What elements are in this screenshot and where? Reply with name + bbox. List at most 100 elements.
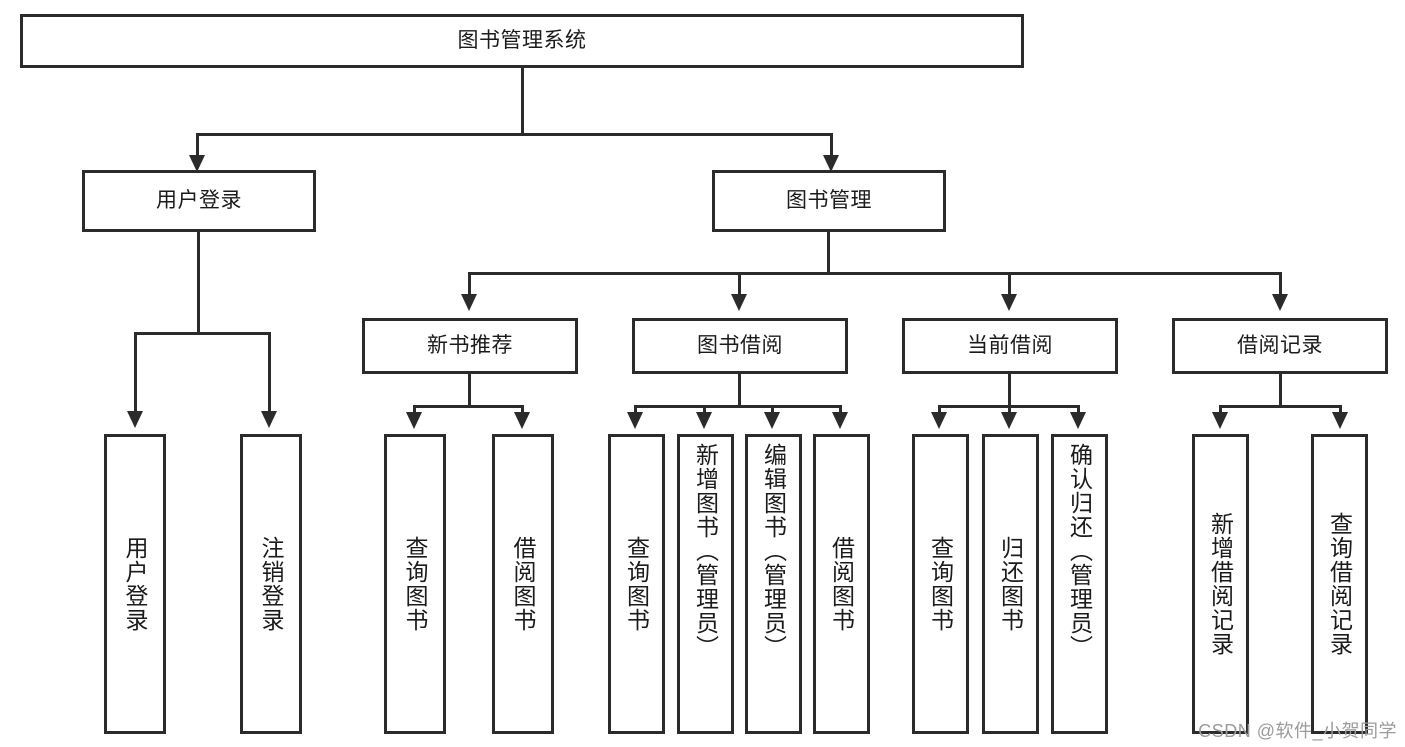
arrowhead-new-book-recommend-leaf-1: [406, 412, 422, 429]
node-root-label: 图书管理系统: [457, 29, 587, 53]
node-new-book-recommend-label: 新书推荐: [427, 334, 513, 358]
node-new-book-recommend[interactable]: 新书推荐: [362, 318, 578, 374]
node-borrow-record[interactable]: 借阅记录: [1172, 318, 1388, 374]
edge-book-management-bus: [468, 272, 1282, 275]
arrowhead-to-book-borrow: [731, 294, 747, 311]
leaf-label-return-book: 归还图书: [997, 536, 1024, 632]
arrowhead-root-to-user-login: [189, 155, 205, 172]
edge-book-management-drop-4: [1279, 272, 1282, 298]
leaf-content: 查询图书: [387, 437, 443, 731]
leaf-content: 确认归还（管理员）: [1054, 437, 1105, 737]
edge-borrow-record-trunk: [1279, 374, 1282, 407]
edge-current-borrow-drop-2: [1008, 405, 1011, 417]
arrowhead-to-borrow-record: [1272, 294, 1288, 311]
edge-root-to-user-login: [196, 133, 199, 160]
leaf-node-user-login[interactable]: 用户登录: [104, 434, 166, 734]
edge-book-management-drop-2: [738, 272, 741, 298]
edge-root-bus: [196, 133, 833, 136]
arrowhead-new-book-recommend-leaf-2: [514, 412, 530, 429]
edge-book-management-drop-3: [1008, 272, 1011, 298]
leaf-node-borrow-book-2[interactable]: 借阅图书: [813, 434, 870, 734]
edge-borrow-record-bus: [1219, 405, 1342, 408]
csdn-watermark: CSDN @软件_小贺同学: [1198, 721, 1397, 741]
edge-root-trunk: [521, 68, 524, 135]
arrowhead-user-login-leaf-2: [261, 411, 277, 428]
edge-borrow-record-drop-1: [1219, 405, 1222, 417]
edge-book-management-drop-1: [468, 272, 471, 298]
edge-user-login-drop-1: [134, 332, 137, 416]
leaf-content: 查询图书: [915, 437, 966, 731]
leaf-label-borrow-book-2: 借阅图书: [828, 536, 855, 632]
edge-user-login-bus: [134, 332, 271, 335]
edge-book-borrow-drop-3: [771, 405, 774, 417]
edge-book-management-trunk: [827, 232, 830, 274]
arrowhead-current-borrow-leaf-1: [931, 412, 947, 429]
leaf-label-add-record: 新增借阅记录: [1207, 512, 1234, 656]
edge-new-book-recommend-trunk: [468, 374, 471, 407]
edge-current-borrow-drop-3: [1077, 405, 1080, 417]
arrowhead-borrow-record-leaf-2: [1332, 412, 1348, 429]
arrowhead-current-borrow-leaf-2: [1001, 412, 1017, 429]
leaf-label-edit-book: 编辑图书（管理员）: [760, 443, 787, 659]
leaf-node-query-record[interactable]: 查询借阅记录: [1311, 434, 1368, 734]
edge-book-borrow-bus: [634, 405, 842, 408]
leaf-content: 归还图书: [985, 437, 1036, 731]
leaf-label-logout-login: 注销登录: [258, 536, 285, 632]
leaf-node-query-book-1[interactable]: 查询图书: [384, 434, 446, 734]
leaf-label-confirm-return: 确认归还（管理员）: [1066, 443, 1093, 659]
edge-current-borrow-trunk: [1008, 374, 1011, 407]
leaf-node-query-book-2[interactable]: 查询图书: [608, 434, 665, 734]
leaf-content: 编辑图书（管理员）: [748, 437, 799, 737]
leaf-content: 用户登录: [107, 437, 163, 731]
leaf-label-query-book-2: 查询图书: [623, 536, 650, 632]
leaf-node-confirm-return[interactable]: 确认归还（管理员）: [1051, 434, 1108, 734]
node-user-login[interactable]: 用户登录: [82, 170, 316, 232]
leaf-label-query-record: 查询借阅记录: [1326, 512, 1353, 656]
edge-new-book-recommend-drop-1: [413, 405, 416, 417]
edge-book-borrow-drop-4: [839, 405, 842, 417]
edge-user-login-drop-2: [268, 332, 271, 416]
leaf-content: 查询图书: [611, 437, 662, 731]
leaf-node-edit-book[interactable]: 编辑图书（管理员）: [745, 434, 802, 734]
edge-book-borrow-trunk: [738, 374, 741, 407]
leaf-node-borrow-book-1[interactable]: 借阅图书: [492, 434, 554, 734]
arrowhead-to-new-book-recommend: [461, 294, 477, 311]
node-book-management-label: 图书管理: [786, 189, 872, 213]
leaf-content: 注销登录: [243, 437, 299, 731]
leaf-label-borrow-book-1: 借阅图书: [510, 536, 537, 632]
edge-borrow-record-drop-2: [1339, 405, 1342, 417]
node-borrow-record-label: 借阅记录: [1237, 334, 1323, 358]
leaf-node-logout-login[interactable]: 注销登录: [240, 434, 302, 734]
edge-root-to-book-management: [830, 133, 833, 160]
leaf-node-add-record[interactable]: 新增借阅记录: [1192, 434, 1249, 734]
node-book-management[interactable]: 图书管理: [712, 170, 946, 232]
node-book-borrow[interactable]: 图书借阅: [632, 318, 848, 374]
node-root-system[interactable]: 图书管理系统: [20, 14, 1024, 68]
arrowhead-to-current-borrow: [1001, 294, 1017, 311]
leaf-node-return-book[interactable]: 归还图书: [982, 434, 1039, 734]
arrowhead-book-borrow-leaf-2: [696, 412, 712, 429]
edge-book-borrow-drop-2: [703, 405, 706, 417]
leaf-content: 新增图书（管理员）: [680, 437, 731, 737]
node-current-borrow-label: 当前借阅: [967, 334, 1053, 358]
edge-current-borrow-drop-1: [938, 405, 941, 417]
leaf-label-query-book-3: 查询图书: [927, 536, 954, 632]
leaf-content: 借阅图书: [495, 437, 551, 731]
leaf-node-query-book-3[interactable]: 查询图书: [912, 434, 969, 734]
arrowhead-current-borrow-leaf-3: [1070, 412, 1086, 429]
node-user-login-label: 用户登录: [156, 189, 242, 213]
edge-book-borrow-drop-1: [634, 405, 637, 417]
arrowhead-user-login-leaf-1: [127, 411, 143, 428]
arrowhead-book-borrow-leaf-3: [764, 412, 780, 429]
leaf-content: 新增借阅记录: [1195, 437, 1246, 731]
edge-new-book-recommend-drop-2: [521, 405, 524, 417]
arrowhead-borrow-record-leaf-1: [1212, 412, 1228, 429]
edge-new-book-recommend-bus: [413, 405, 524, 408]
leaf-node-add-book[interactable]: 新增图书（管理员）: [677, 434, 734, 734]
arrowhead-book-borrow-leaf-1: [627, 412, 643, 429]
leaf-content: 查询借阅记录: [1314, 437, 1365, 731]
node-current-borrow[interactable]: 当前借阅: [902, 318, 1118, 374]
leaf-label-user-login: 用户登录: [122, 536, 149, 632]
leaf-label-query-book-1: 查询图书: [402, 536, 429, 632]
